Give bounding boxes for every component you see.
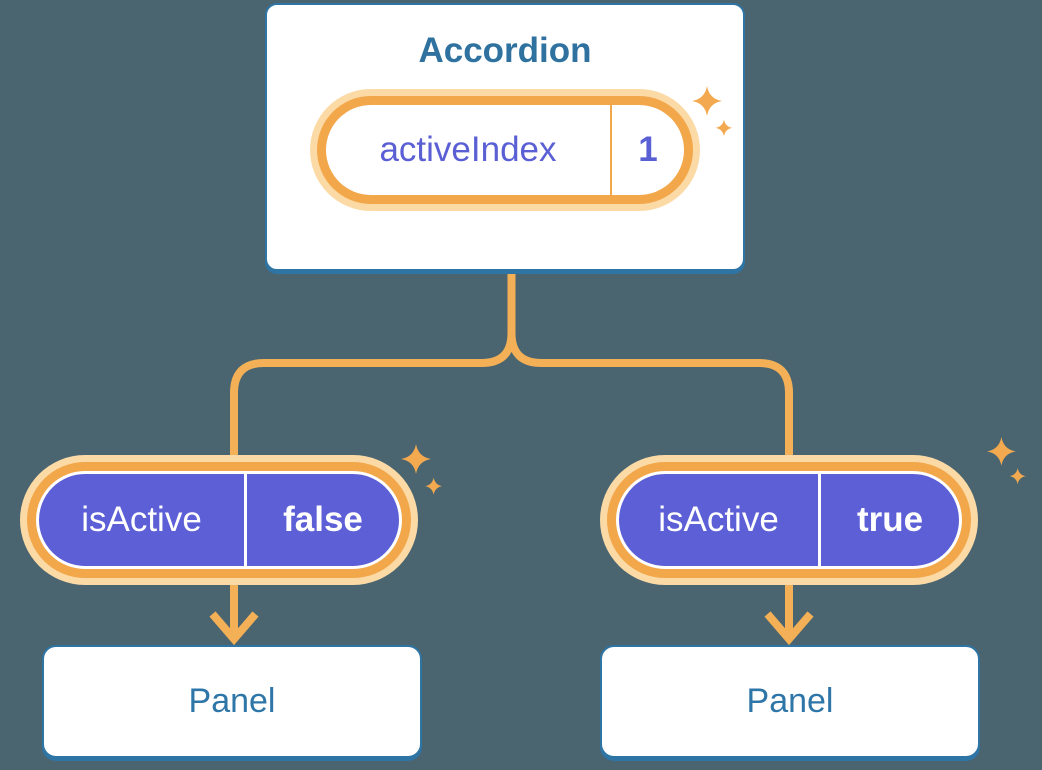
prop-pill-right: isActive true (600, 455, 978, 585)
prop-value: true (856, 500, 924, 539)
sparkle-icon (987, 437, 1026, 485)
pill-divider (610, 105, 612, 195)
prop-name: isActive (81, 500, 202, 539)
sparkle-icon (401, 444, 443, 495)
panel-label: Panel (188, 682, 276, 720)
prop-pill-ring: isActive false (27, 462, 411, 578)
branch-line-left (230, 270, 516, 456)
prop-pill-left: isActive false (20, 455, 418, 585)
prop-pill-body: isActive false (36, 471, 402, 569)
prop-name: isActive (658, 500, 779, 539)
panel-card-left: Panel (42, 645, 422, 758)
state-pill: activeIndex 1 (310, 89, 700, 211)
pill-divider (818, 474, 821, 566)
panel-label: Panel (746, 682, 834, 720)
accordion-card: Accordion activeIndex 1 (265, 3, 745, 271)
accordion-title: Accordion (418, 31, 592, 70)
state-pill-ring: activeIndex 1 (317, 96, 693, 204)
arrow-down-icon (764, 584, 814, 646)
state-pill-body: activeIndex 1 (326, 105, 684, 195)
prop-value: false (283, 500, 363, 539)
state-value: 1 (638, 130, 658, 169)
sparkle-icon (692, 86, 733, 137)
branch-line-right (507, 270, 793, 456)
state-name: activeIndex (379, 130, 557, 169)
arrow-down-icon (209, 584, 259, 646)
pill-divider (244, 474, 247, 566)
panel-card-right: Panel (600, 645, 980, 758)
prop-pill-body: isActive true (616, 471, 962, 569)
prop-pill-ring: isActive true (607, 462, 971, 578)
